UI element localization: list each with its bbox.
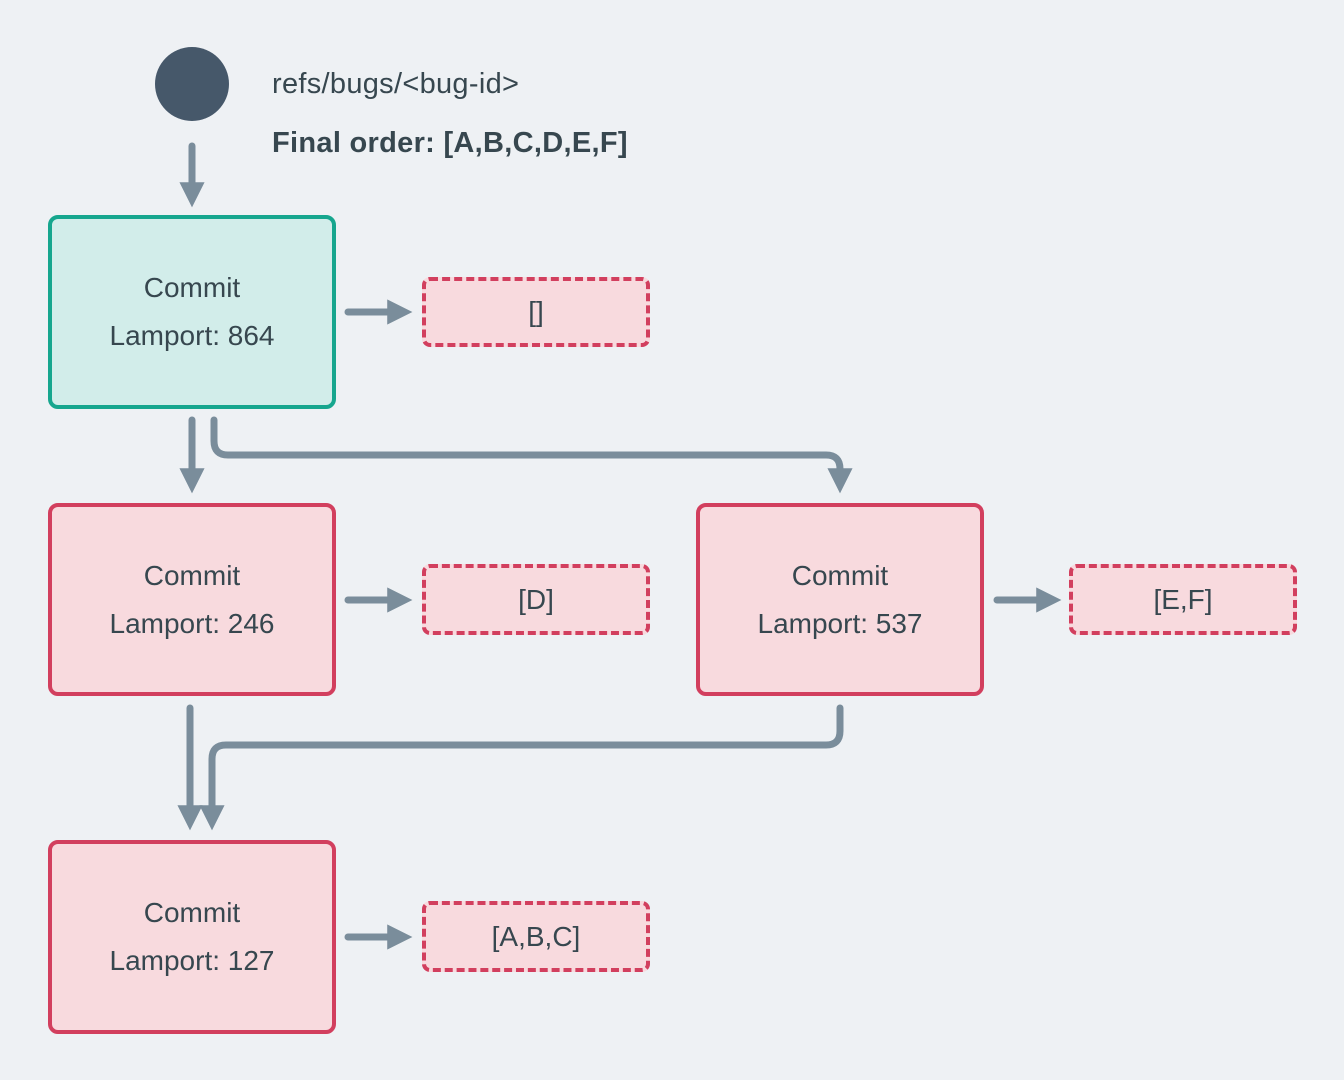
- commit-node-864: Commit Lamport: 864: [48, 215, 336, 409]
- branch-ref-label: refs/bugs/<bug-id>: [272, 68, 520, 100]
- commit-lamport-label: Lamport: 537: [757, 607, 923, 639]
- operations-box-537: [E,F]: [1069, 564, 1297, 635]
- final-order-label: Final order: [A,B,C,D,E,F]: [272, 127, 628, 159]
- commit-title: Commit: [143, 559, 241, 591]
- edge-commit-537-to-commit-127: [199, 704, 844, 831]
- commit-lamport-label: Lamport: 127: [109, 945, 275, 976]
- branch-ref-node-icon: [155, 47, 229, 121]
- commit-node-127: Commit Lamport: 127: [48, 840, 336, 1034]
- commit-title: Commit: [143, 272, 241, 303]
- operations-box-864: []: [422, 277, 650, 347]
- commit-node-246: Commit Lamport: 246: [48, 503, 336, 696]
- operations-box-246: [D]: [422, 564, 650, 635]
- commit-title: Commit: [791, 559, 889, 591]
- edge-commit-864-to-commit-537: [210, 416, 853, 494]
- commit-title: Commit: [143, 897, 241, 928]
- operations-box-127: [A,B,C]: [422, 901, 650, 972]
- commit-lamport-label: Lamport: 246: [109, 607, 275, 639]
- commit-node-537: Commit Lamport: 537: [696, 503, 984, 696]
- commit-lamport-label: Lamport: 864: [109, 320, 275, 351]
